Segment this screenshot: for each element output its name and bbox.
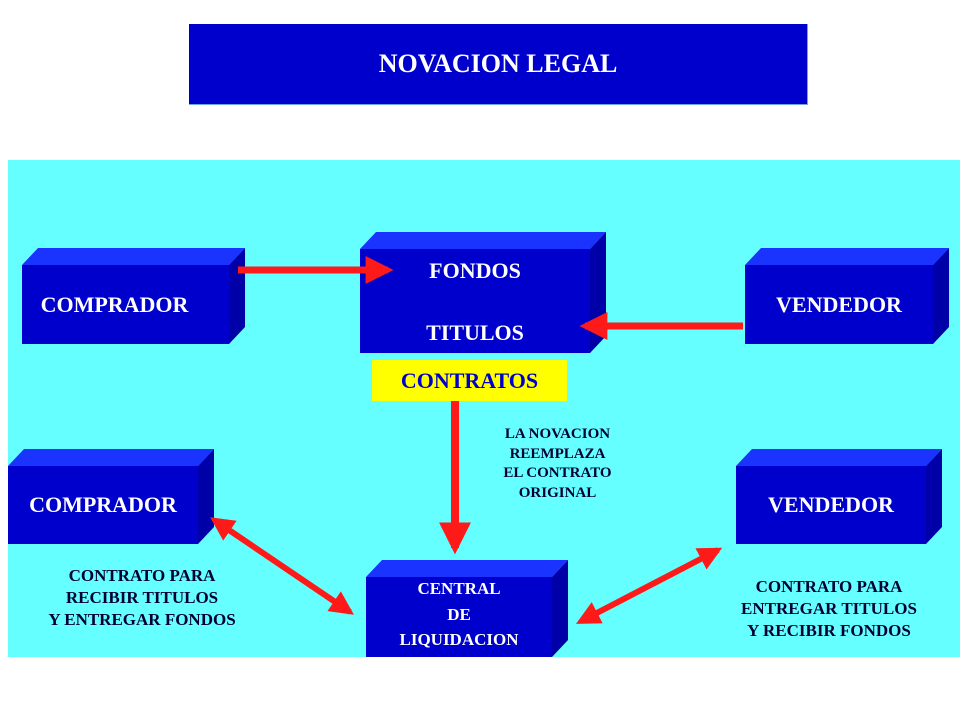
novation-note-line-1: LA NOVACION — [504, 426, 611, 442]
buyer-contract-note: CONTRATO PARA RECIBIR TITULOS Y ENTREGAR… — [8, 565, 276, 631]
clearing-house-label: CENTRAL DE LIQUIDACION — [366, 576, 552, 653]
seller-note-line-2: ENTREGAR TITULOS — [741, 599, 917, 619]
bottom-seller-box — [736, 449, 942, 544]
contracts-label: CONTRATOS — [372, 360, 567, 401]
bottom-buyer-label: COMPRADOR — [29, 492, 177, 517]
seller-note-line-1: CONTRATO PARA — [755, 577, 903, 596]
seller-clearing-arrow — [575, 547, 723, 624]
funds-label: FONDOS — [429, 258, 521, 283]
securities-label: TITULOS — [426, 320, 524, 345]
buyer-clearing-arrow — [210, 517, 354, 615]
novation-note-line-2: REEMPLAZA — [509, 445, 606, 462]
clearing-line-1: CENTRAL — [417, 579, 501, 598]
novation-note-line-3: EL CONTRATO — [503, 465, 612, 481]
top-seller-label: VENDEDOR — [776, 292, 902, 317]
bottom-seller-label: VENDEDOR — [768, 492, 894, 517]
top-buyer-label: COMPRADOR — [40, 292, 189, 317]
clearing-house-box — [366, 560, 568, 657]
top-seller-box — [745, 248, 949, 344]
seller-note-line-3: Y RECIBIR FONDOS — [747, 621, 911, 641]
novation-note: LA NOVACION REEMPLAZA EL CONTRATO ORIGIN… — [470, 425, 645, 503]
funds-securities-box — [360, 232, 606, 353]
buyer-note-line-3: Y ENTREGAR FONDOS — [48, 610, 236, 630]
top-buyer-box — [22, 248, 245, 344]
bottom-buyer-box — [8, 449, 214, 544]
clearing-line-2: DE — [447, 604, 471, 624]
buyer-note-line-1: CONTRATO PARA — [68, 566, 216, 585]
novation-note-line-4: ORIGINAL — [518, 484, 597, 501]
clearing-line-3: LIQUIDACION — [399, 630, 519, 649]
seller-contract-note: CONTRATO PARA ENTREGAR TITULOS Y RECIBIR… — [700, 576, 958, 642]
diagram-title: NOVACION LEGAL — [189, 24, 808, 105]
buyer-note-line-2: RECIBIR TITULOS — [65, 588, 219, 608]
